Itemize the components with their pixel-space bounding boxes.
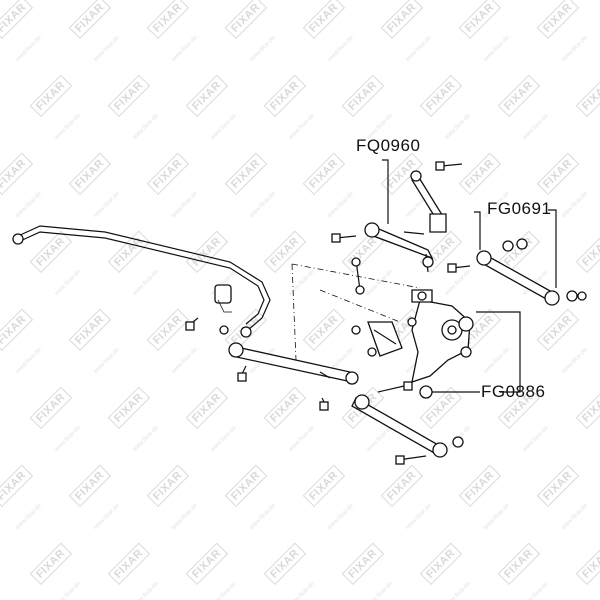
callout-bushing: FG0886 [481, 382, 546, 401]
callout-leaders [382, 159, 557, 393]
alignment-lines [291, 263, 421, 361]
trailing-arm-fg0691 [447, 238, 587, 306]
bracket-middle [367, 321, 403, 357]
lower-link [228, 342, 359, 385]
wheel-knuckle [407, 289, 474, 383]
stabilizer-end-link [351, 257, 365, 295]
callout-upper-arm: FQ0960 [356, 136, 421, 155]
callout-trailing-arm: FG0691 [487, 199, 552, 218]
upper-arm-fq0960 [331, 161, 463, 273]
bolt-group-left [185, 317, 377, 411]
stabilizer-bar [12, 225, 271, 338]
lower-rear-link [351, 381, 464, 465]
bushing-fg0886 [419, 385, 433, 399]
